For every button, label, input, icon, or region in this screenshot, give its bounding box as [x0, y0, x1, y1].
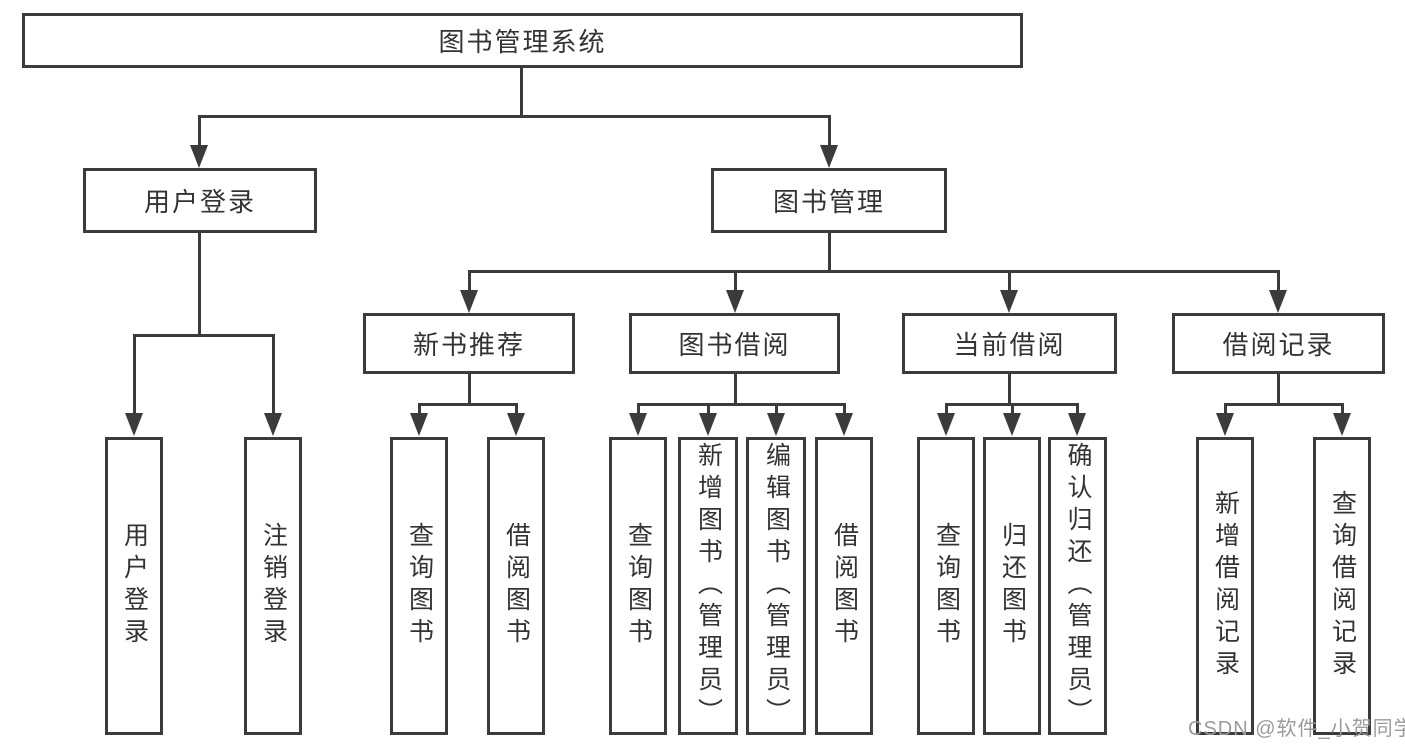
- connector-drop-leaf: [945, 403, 948, 417]
- connector-drop-leaf: [775, 403, 778, 417]
- leaf-borrow-books: 借阅图书: [815, 437, 873, 735]
- arrow-down-icon: [820, 145, 838, 168]
- leaf-query-books-current-label: 查询图书: [932, 522, 961, 650]
- node-borrow-records: 借阅记录: [1172, 313, 1385, 374]
- leaf-add-borrow-record: 新增借阅记录: [1196, 437, 1254, 735]
- connector-new-book-bus: [418, 403, 518, 406]
- arrow-down-icon: [699, 413, 717, 436]
- connector-drop-leaf: [1224, 403, 1227, 417]
- leaf-borrow-books-recommend: 借阅图书: [487, 437, 545, 735]
- leaf-query-borrow-record: 查询借阅记录: [1313, 437, 1371, 735]
- leaf-query-books-borrow-label: 查询图书: [624, 522, 653, 650]
- arrow-down-icon: [1269, 290, 1287, 313]
- leaf-logout-label: 注销登录: [259, 522, 288, 650]
- arrow-down-icon: [1333, 413, 1351, 436]
- connector-drop-leaf: [1011, 403, 1014, 417]
- node-current-borrow-label: 当前借阅: [953, 330, 1066, 360]
- connector-book-borrow-trunk: [734, 374, 737, 405]
- connector-drop-user-login: [198, 115, 201, 151]
- connector-drop-leaf: [843, 403, 846, 417]
- leaf-edit-books-admin: 编辑图书（管理员）: [746, 437, 806, 735]
- node-root-label: 图书管理系统: [438, 27, 607, 57]
- leaf-confirm-return-admin: 确认归还（管理员）: [1048, 437, 1107, 735]
- connector-new-book-trunk: [468, 374, 471, 405]
- leaf-user-login: 用户登录: [105, 437, 163, 735]
- arrow-down-icon: [835, 413, 853, 436]
- arrow-down-icon: [507, 413, 525, 436]
- connector-root-trunk: [520, 68, 523, 117]
- leaf-return-books: 归还图书: [983, 437, 1041, 735]
- node-book-borrow-label: 图书借阅: [678, 330, 791, 360]
- connector-user-login-bus: [133, 334, 275, 337]
- leaf-query-books-recommend: 查询图书: [390, 437, 448, 735]
- node-root-system: 图书管理系统: [22, 13, 1023, 68]
- leaf-confirm-return-admin-label: 确认归还（管理员）: [1064, 442, 1092, 730]
- connector-drop-borrow-records: [1277, 270, 1280, 290]
- leaf-add-books-admin: 新增图书（管理员）: [678, 437, 738, 735]
- arrow-down-icon: [767, 413, 785, 436]
- arrow-down-icon: [410, 413, 428, 436]
- leaf-borrow-books-label: 借阅图书: [830, 522, 859, 650]
- connector-drop-leaf: [1076, 403, 1079, 417]
- connector-drop-current-borrow: [1008, 270, 1011, 290]
- arrow-down-icon: [726, 290, 744, 313]
- connector-drop-leaf: [637, 403, 640, 417]
- node-user-login-label: 用户登录: [143, 187, 256, 217]
- leaf-query-books-borrow: 查询图书: [609, 437, 667, 735]
- arrow-down-icon: [190, 145, 208, 168]
- connector-user-login-trunk: [198, 233, 201, 336]
- node-new-book-recommend-label: 新书推荐: [412, 330, 525, 360]
- arrow-down-icon: [629, 413, 647, 436]
- connector-drop-leaf: [1341, 403, 1344, 417]
- connector-drop-leaf: [418, 403, 421, 417]
- connector-drop-new-book: [468, 270, 471, 290]
- node-new-book-recommend: 新书推荐: [363, 313, 575, 374]
- connector-drop-leaf: [707, 403, 710, 417]
- arrow-down-icon: [264, 413, 282, 436]
- leaf-add-borrow-record-label: 新增借阅记录: [1211, 490, 1240, 682]
- leaf-edit-books-admin-label: 编辑图书（管理员）: [762, 442, 791, 730]
- leaf-query-borrow-record-label: 查询借阅记录: [1328, 490, 1357, 682]
- leaf-query-books-current: 查询图书: [917, 437, 975, 735]
- arrow-down-icon: [1003, 413, 1021, 436]
- connector-borrow-records-bus: [1224, 403, 1344, 406]
- arrow-down-icon: [1216, 413, 1234, 436]
- leaf-add-books-admin-label: 新增图书（管理员）: [694, 442, 723, 730]
- leaf-logout: 注销登录: [244, 437, 302, 735]
- connector-drop-leaf: [272, 334, 275, 414]
- arrow-down-icon: [460, 290, 478, 313]
- arrow-down-icon: [1068, 413, 1086, 436]
- csdn-watermark: CSDN @软件_小贺同学: [1188, 718, 1405, 740]
- connector-current-borrow-trunk: [1008, 374, 1011, 405]
- connector-borrow-records-trunk: [1277, 374, 1280, 405]
- node-borrow-records-label: 借阅记录: [1222, 330, 1335, 360]
- node-book-borrow: 图书借阅: [629, 313, 840, 374]
- connector-drop-leaf: [133, 334, 136, 414]
- connector-book-management-trunk: [828, 233, 831, 273]
- node-book-management-label: 图书管理: [772, 187, 885, 217]
- leaf-user-login-label: 用户登录: [120, 522, 149, 650]
- connector-drop-book-management: [828, 115, 831, 151]
- leaf-return-books-label: 归还图书: [998, 522, 1027, 650]
- arrow-down-icon: [1000, 290, 1018, 313]
- node-book-management: 图书管理: [711, 168, 947, 233]
- connector-drop-book-borrow: [734, 270, 737, 290]
- connector-drop-leaf: [515, 403, 518, 417]
- connector-book-borrow-bus: [637, 403, 846, 406]
- node-current-borrow: 当前借阅: [902, 313, 1117, 374]
- connector-root-bus: [198, 115, 831, 118]
- node-user-login: 用户登录: [83, 168, 317, 233]
- arrow-down-icon: [125, 413, 143, 436]
- leaf-borrow-books-recommend-label: 借阅图书: [502, 522, 531, 650]
- leaf-query-books-recommend-label: 查询图书: [405, 522, 434, 650]
- arrow-down-icon: [937, 413, 955, 436]
- connector-book-management-bus: [468, 270, 1280, 273]
